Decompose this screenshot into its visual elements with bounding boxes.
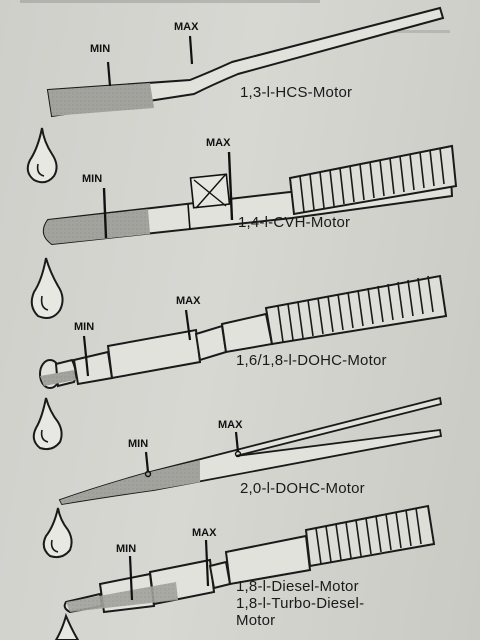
dipstick-cvh: MIN MAX xyxy=(42,137,458,246)
min-mark-hcs: MIN xyxy=(90,43,110,55)
max-mark-hcs: MAX xyxy=(174,21,199,33)
oil-drop-icon xyxy=(54,613,80,640)
min-mark-dohc20: MIN xyxy=(128,438,148,450)
label-diesel-line-3: Motor xyxy=(236,612,276,629)
label-diesel-line-1: 1,8-l-Diesel-Motor xyxy=(236,578,359,595)
min-mark-diesel: MIN xyxy=(116,543,136,555)
min-mark-cvh: MIN xyxy=(82,173,102,185)
label-diesel-line-2: 1,8-l-Turbo-Diesel- xyxy=(236,595,365,612)
grip-dohc16 xyxy=(264,274,448,346)
dipstick-diesel: MIN MAX xyxy=(63,504,436,614)
label-hcs: 1,3-l-HCS-Motor xyxy=(240,84,353,101)
oil-drop-icon xyxy=(32,397,63,451)
min-tick-dohc16 xyxy=(82,335,90,377)
grip-cvh xyxy=(288,144,458,216)
max-mark-cvh: MAX xyxy=(206,137,231,149)
min-tick-diesel xyxy=(128,555,134,601)
max-tick-diesel xyxy=(204,539,210,587)
label-dohc20: 2,0-l-DOHC-Motor xyxy=(240,480,365,497)
label-diesel: 1,8-l-Diesel-Motor 1,8-l-Turbo-Diesel- M… xyxy=(236,578,364,629)
max-tick-cvh xyxy=(227,151,234,221)
max-tick-dohc16 xyxy=(184,309,192,341)
max-tick-dohc20 xyxy=(234,431,240,453)
dipstick-dohc20: MIN MAX xyxy=(58,396,443,505)
oil-drop-icon xyxy=(30,257,64,319)
label-cvh: 1,4-l-CVH-Motor xyxy=(238,214,351,231)
min-tick-hcs xyxy=(106,61,112,87)
oil-drop-icon xyxy=(42,507,73,559)
min-tick-cvh xyxy=(102,187,108,239)
max-tick-hcs xyxy=(188,35,194,65)
header-remnant xyxy=(20,0,450,33)
max-mark-diesel: MAX xyxy=(192,527,217,539)
dipstick-dohc16: MIN MAX xyxy=(39,274,448,389)
max-mark-dohc20: MAX xyxy=(218,419,243,431)
max-mark-dohc16: MAX xyxy=(176,295,201,307)
dipstick-hcs: MIN MAX xyxy=(46,6,445,118)
oil-drop-icon xyxy=(26,127,58,184)
min-mark-dohc16: MIN xyxy=(74,321,94,333)
min-tick-dohc20 xyxy=(144,451,150,473)
grip-diesel xyxy=(304,504,436,568)
label-dohc16: 1,6/1,8-l-DOHC-Motor xyxy=(236,352,387,369)
